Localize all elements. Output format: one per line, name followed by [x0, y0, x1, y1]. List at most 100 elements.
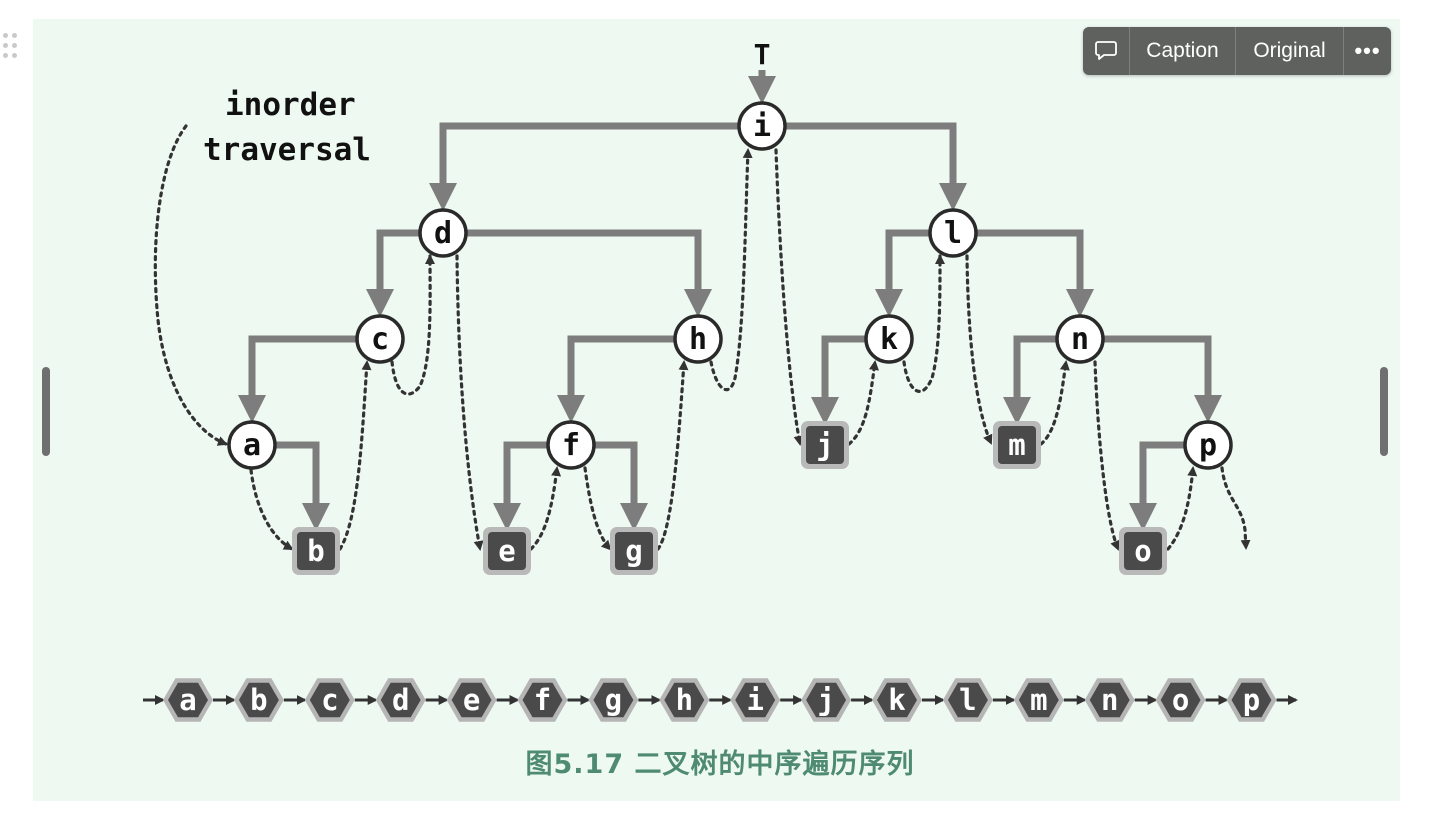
sequence-item: b: [233, 678, 284, 722]
node-label: f: [562, 428, 580, 463]
node-circle: [737, 101, 787, 151]
sequence-item: o: [1155, 678, 1206, 722]
speech-bubble-icon: [1095, 41, 1117, 60]
sequence-item: m: [1013, 678, 1064, 722]
sequence-hex: [309, 682, 350, 718]
node-label: b: [307, 534, 324, 568]
sequence-label: l: [959, 683, 976, 717]
sequence-hex: [735, 682, 776, 718]
right-resize-handle[interactable]: [1380, 367, 1388, 456]
node-a: a: [227, 420, 277, 470]
leaf-box: [1124, 532, 1162, 570]
node-label: k: [880, 322, 898, 357]
node-circle: [1183, 420, 1233, 470]
traversal-step: [529, 466, 562, 551]
sequence-hex: [806, 682, 847, 718]
sequence-item: g: [588, 678, 639, 722]
comment-button[interactable]: [1083, 27, 1130, 75]
node-label: p: [1199, 428, 1217, 463]
sequence-item: j: [801, 678, 852, 722]
leaf-box: [488, 532, 526, 570]
node-circle: [864, 314, 914, 364]
node-label: l: [944, 216, 962, 251]
node-label: j: [816, 428, 833, 462]
sequence-item: c: [304, 678, 355, 722]
edge-i-l: [762, 122, 967, 211]
sequence-hex: [1160, 682, 1201, 718]
traversal-step: [153, 124, 228, 446]
traversal-step: [965, 254, 993, 445]
sequence-hex: [451, 682, 492, 718]
node-label: d: [434, 216, 452, 251]
traversal-step: [1166, 466, 1198, 551]
edge-c-a: [238, 335, 380, 423]
edge-d-h: [443, 229, 712, 317]
sequence-item: l: [942, 678, 993, 722]
node-h: h: [673, 314, 723, 364]
node-label: h: [689, 322, 707, 357]
node-m: m: [993, 421, 1041, 469]
sequence-hex: [238, 682, 279, 718]
traversal-step: [1093, 360, 1120, 551]
node-label: c: [371, 322, 389, 357]
traversal-step: [249, 468, 294, 551]
traversal-step: [847, 360, 879, 446]
caption-button[interactable]: Caption: [1130, 27, 1236, 75]
node-label: n: [1071, 322, 1089, 357]
sequence-label: f: [534, 683, 551, 717]
sequence-hex: [1089, 682, 1130, 718]
annotation-text: inorder: [225, 87, 356, 123]
traversal-step: [902, 253, 945, 393]
node-circle: [546, 420, 596, 470]
node-d: d: [418, 208, 468, 258]
leaf-box: [615, 532, 653, 570]
node-l: l: [928, 208, 978, 258]
sequence-item: a: [163, 678, 213, 722]
sequence-label: a: [179, 683, 196, 717]
sequence-item: n: [1084, 678, 1135, 722]
sequence-hex: [380, 682, 421, 718]
sequence-item: p: [1226, 678, 1277, 722]
sequence-label: d: [392, 683, 409, 717]
sequence-hex: [522, 682, 563, 718]
node-b: b: [292, 527, 340, 575]
node-i: i: [737, 101, 787, 151]
block-drag-handle[interactable]: [3, 33, 21, 63]
sequence-label: e: [463, 683, 480, 717]
leaf-box: [297, 532, 335, 570]
sequence-hex: [593, 682, 634, 718]
left-resize-handle[interactable]: [42, 367, 50, 456]
traversal-step: [583, 466, 612, 551]
node-label: m: [1008, 428, 1025, 462]
traversal-step: [455, 254, 484, 551]
traversal-step: [774, 148, 804, 446]
sequence-item: e: [446, 678, 497, 722]
traversal-step: [1039, 360, 1070, 446]
sequence-item: f: [517, 678, 568, 722]
sequence-label: h: [676, 683, 693, 717]
node-c: c: [355, 314, 405, 364]
traversal-step: [390, 254, 436, 396]
sequence-hex: [664, 682, 705, 718]
sequence-label: g: [605, 683, 622, 717]
node-label: a: [243, 428, 261, 463]
sequence-item: k: [872, 678, 922, 722]
sequence-label: c: [321, 683, 338, 717]
original-button-label: Original: [1253, 39, 1326, 62]
more-button[interactable]: •••: [1344, 27, 1391, 75]
sequence-item: d: [375, 678, 426, 722]
traversal-step: [656, 360, 689, 551]
traversal-step: [338, 360, 372, 551]
sequence-hex: [947, 682, 988, 718]
node-f: f: [546, 420, 596, 470]
sequence-label: j: [817, 683, 834, 717]
leaf-box: [998, 426, 1036, 464]
sequence-item: i: [730, 678, 781, 722]
node-p: p: [1183, 420, 1233, 470]
sequence-hex: [168, 682, 208, 718]
edge-n-p: [1080, 335, 1222, 423]
more-dots-icon: •••: [1354, 38, 1381, 63]
original-button[interactable]: Original: [1236, 27, 1344, 75]
